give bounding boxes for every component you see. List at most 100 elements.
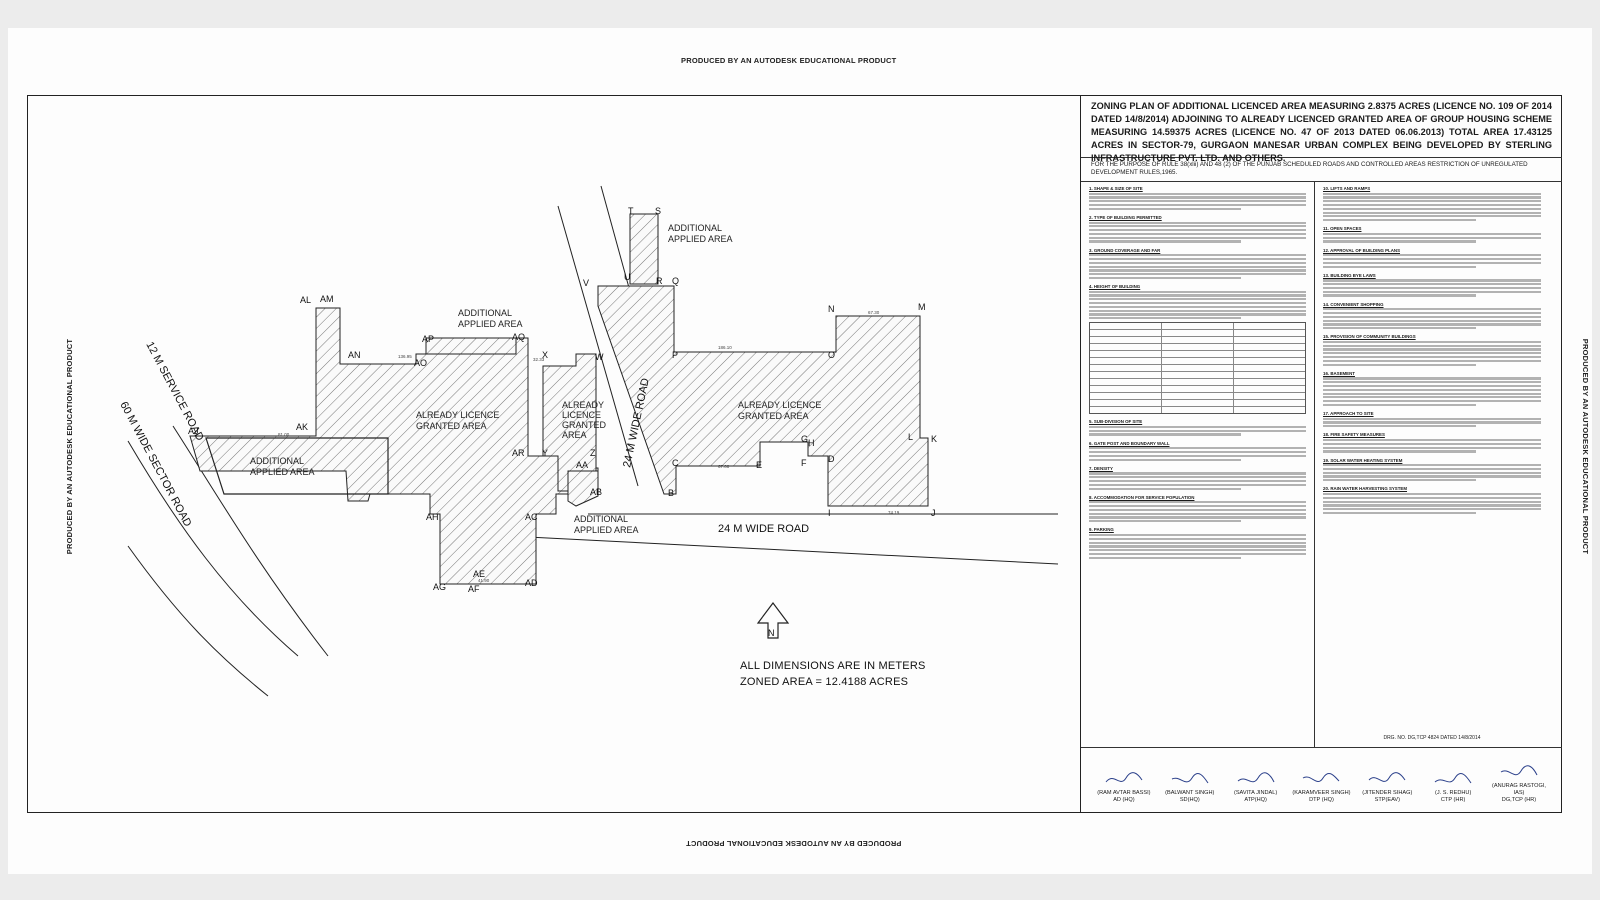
condition-text-line <box>1089 458 1241 461</box>
condition-text-line <box>1323 348 1541 351</box>
signatory-role: DG,TCP (HR) <box>1501 797 1537 803</box>
signatory-role: CTP (HR) <box>1440 797 1466 803</box>
condition-text-line <box>1089 516 1306 519</box>
signatory-name: (ANURAG RASTOGI, IAS) <box>1491 783 1546 796</box>
note-zoned-area: ZONED AREA = 12.4188 ACRES <box>740 676 909 688</box>
condition-section: 20. RAIN WATER HARVESTING SYSTEM <box>1323 486 1541 515</box>
condition-section: 17. APPROACH TO SITE <box>1323 411 1541 428</box>
point-label-ah: AH <box>426 512 439 522</box>
condition-heading: 2. TYPE OF BUILDING PERMITTED <box>1089 214 1162 220</box>
condition-text-line <box>1089 276 1241 280</box>
north-arrow: N <box>756 602 790 639</box>
point-label-aa: AA <box>576 460 588 470</box>
condition-text-line <box>1323 290 1541 293</box>
point-label-r: R <box>656 276 663 286</box>
condition-text-line <box>1323 500 1541 503</box>
additional-area-left <box>205 437 389 495</box>
point-label-i: I <box>828 508 831 518</box>
condition-section: 1. SHAPE & SIZE OF SITE <box>1089 186 1306 210</box>
condition-text-line <box>1323 200 1541 203</box>
signatory-name: (SAVITA JINDAL) <box>1233 790 1278 796</box>
point-label-ab: AB <box>590 487 602 497</box>
svg-text:APPLIED AREA: APPLIED AREA <box>574 525 639 535</box>
signature-block: (J. S. REDHU)CTP (HR) <box>1423 770 1483 804</box>
point-label-am: AM <box>320 294 334 304</box>
drawing-notes: ALL DIMENSIONS ARE IN METERS ZONED AREA … <box>740 658 926 690</box>
condition-heading: 7. DENSITY <box>1089 465 1113 471</box>
label-licence-right: ALREADY LICENCE GRANTED AREA <box>738 400 821 421</box>
condition-heading: 1. SHAPE & SIZE OF SITE <box>1089 186 1143 191</box>
condition-heading: 15. PROVISION OF COMMUNITY BUILDINGS <box>1323 334 1416 340</box>
condition-text-line <box>1089 541 1306 544</box>
condition-text-line <box>1323 356 1541 359</box>
point-label-ap: AP <box>422 334 434 344</box>
condition-text-line <box>1089 317 1241 320</box>
svg-text:AREA: AREA <box>562 430 587 440</box>
svg-text:ADDITIONAL: ADDITIONAL <box>574 514 628 524</box>
condition-text-line <box>1323 511 1476 515</box>
point-label-w: W <box>595 352 604 362</box>
point-label-al: AL <box>300 295 311 305</box>
label-additional-mid: ADDITIONAL APPLIED AREA <box>458 308 523 329</box>
condition-text-line <box>1089 225 1306 228</box>
condition-text-line <box>1089 240 1241 243</box>
svg-text:LICENCE: LICENCE <box>562 410 601 420</box>
condition-section: 10. LIFTS AND RAMPS <box>1323 186 1541 222</box>
point-label-m: M <box>918 302 926 312</box>
condition-text-line <box>1089 433 1241 436</box>
condition-text-line <box>1089 479 1306 483</box>
condition-section: 18. FIRE SAFETY MEASURES <box>1323 432 1541 453</box>
condition-text-line <box>1323 203 1541 207</box>
point-label-t: T <box>628 206 634 216</box>
additional-area-bottom <box>567 470 599 507</box>
signatory-role: SD(HQ) <box>1179 797 1200 803</box>
condition-text-line <box>1323 257 1541 261</box>
point-label-u: U <box>624 272 631 282</box>
panel-title: ZONING PLAN OF ADDITIONAL LICENCED AREA … <box>1081 96 1562 163</box>
condition-section: 4. HEIGHT OF BUILDING <box>1089 284 1306 415</box>
condition-text-line <box>1089 257 1306 261</box>
signature-block: (JITENDER SIHAG)STP(EAV) <box>1357 770 1417 804</box>
condition-text-line <box>1323 493 1541 496</box>
condition-text-line <box>1323 359 1541 362</box>
watermark-bottom: PRODUCED BY AN AUTODESK EDUCATIONAL PROD… <box>686 839 902 848</box>
condition-heading: 8. ACCOMMODATION FOR SERVICE POPULATION <box>1089 494 1195 500</box>
signature-mark <box>1303 773 1340 783</box>
condition-text-line <box>1323 381 1541 384</box>
svg-text:ALREADY LICENCE: ALREADY LICENCE <box>738 400 821 410</box>
point-label-f: F <box>801 458 807 468</box>
condition-text-line <box>1089 294 1306 297</box>
signature-mark <box>1368 772 1406 782</box>
condition-text-line <box>1323 192 1541 195</box>
label-licence-mid: ALREADY LICENCE GRANTED AREA <box>562 400 607 440</box>
point-label-af: AF <box>468 584 480 594</box>
condition-text-line <box>1323 438 1541 442</box>
svg-text:136.95: 136.95 <box>398 354 412 359</box>
additional-area-top-strip <box>425 337 517 355</box>
condition-text-line <box>1089 192 1306 195</box>
condition-text-line <box>1089 305 1306 308</box>
condition-text-line <box>1089 476 1306 479</box>
point-label-ae: AE <box>473 569 485 579</box>
condition-text-line <box>1323 279 1541 282</box>
svg-text:ALREADY: ALREADY <box>562 400 604 410</box>
condition-text-line <box>1089 520 1241 523</box>
condition-heading: 10. LIFTS AND RAMPS <box>1323 186 1371 191</box>
condition-section: 9. PARKING <box>1089 527 1306 559</box>
condition-text-line <box>1089 501 1306 504</box>
conditions-left-column: 1. SHAPE & SIZE OF SITE 2. TYPE OF BUILDI… <box>1081 182 1315 747</box>
condition-text-line <box>1089 302 1306 305</box>
condition-text-line <box>1323 392 1541 395</box>
signature-block: (ANURAG RASTOGI, IAS)DG,TCP (HR) <box>1489 763 1549 804</box>
point-label-h: H <box>808 438 815 448</box>
label-bottom-road: 24 M WIDE ROAD <box>718 523 809 535</box>
condition-heading: 3. GROUND COVERAGE AND FAR <box>1089 247 1161 253</box>
note-dimensions: ALL DIMENSIONS ARE IN METERS <box>740 660 926 672</box>
condition-text-line <box>1089 487 1241 490</box>
condition-section: 3. GROUND COVERAGE AND FAR <box>1089 247 1306 280</box>
condition-text-line <box>1323 294 1476 297</box>
condition-heading: 5. SUB-DIVISION OF SITE <box>1089 419 1143 425</box>
point-label-k: K <box>931 434 937 444</box>
svg-text:GRANTED AREA: GRANTED AREA <box>416 421 487 431</box>
